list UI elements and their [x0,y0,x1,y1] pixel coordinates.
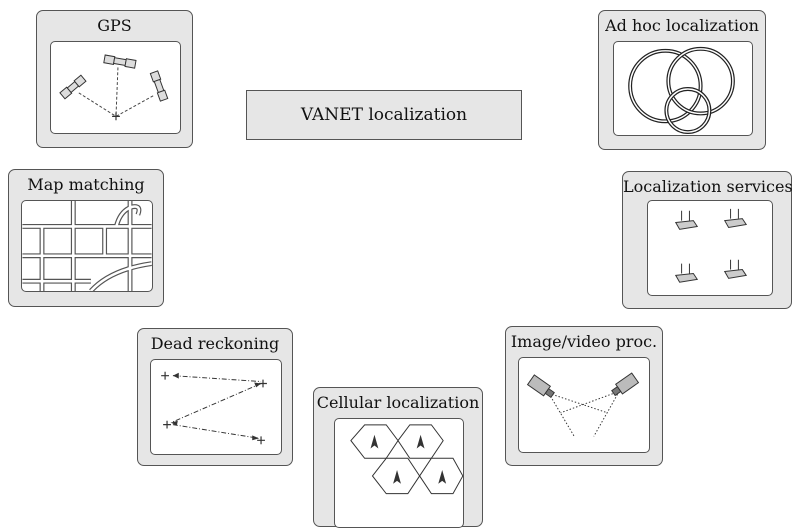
satellite-icon [149,70,169,102]
map-matching-title: Map matching [27,175,145,194]
cameras-illustration [526,372,640,437]
router-icon [674,210,699,230]
services-panel [647,200,773,296]
camera-icon [611,372,640,397]
cellular-panel [334,418,464,528]
camera-icon [526,374,555,399]
dead-reckoning-panel [150,359,282,455]
street-map-illustration [22,201,152,291]
vanet-localization-box: VANET localization [246,90,522,140]
router-icon [723,208,748,228]
adhoc-illustration [628,46,735,135]
cellular-localization-title: Cellular localization [316,393,480,412]
gps-panel [50,41,181,134]
router-icon [723,259,748,279]
map-panel [21,200,153,292]
cellular-localization-card: Cellular localization [313,387,483,528]
router-icon [674,263,699,283]
access-points-illustration [674,208,748,283]
adhoc-title: Ad hoc localization [605,16,759,35]
image-video-title: Image/video proc. [510,332,658,351]
vanet-localization-label: VANET localization [300,105,468,125]
localization-services-title: Localization services [623,177,793,196]
cell-tower-icon [393,470,401,484]
satellite-icon [103,54,137,69]
image-video-card: Image/video proc. [505,326,663,466]
cell-tower-icon [438,470,447,484]
image-video-panel [518,357,650,453]
adhoc-card: Ad hoc localization [598,10,766,150]
cell-tower-icon [416,434,425,449]
dead-reckoning-card: Dead reckoning [137,328,293,466]
cell-tower-icon [370,434,379,449]
satellite-icon [59,74,87,100]
gps-card: GPS [36,10,193,148]
adhoc-panel [613,41,753,136]
hex-cells-illustration [350,424,463,495]
gps-illustration [59,54,169,121]
trajectory-illustration [161,371,267,445]
dead-reckoning-title: Dead reckoning [150,334,280,353]
gps-title: GPS [97,16,132,35]
map-matching-card: Map matching [8,169,164,307]
localization-services-card: Localization services [622,171,793,309]
